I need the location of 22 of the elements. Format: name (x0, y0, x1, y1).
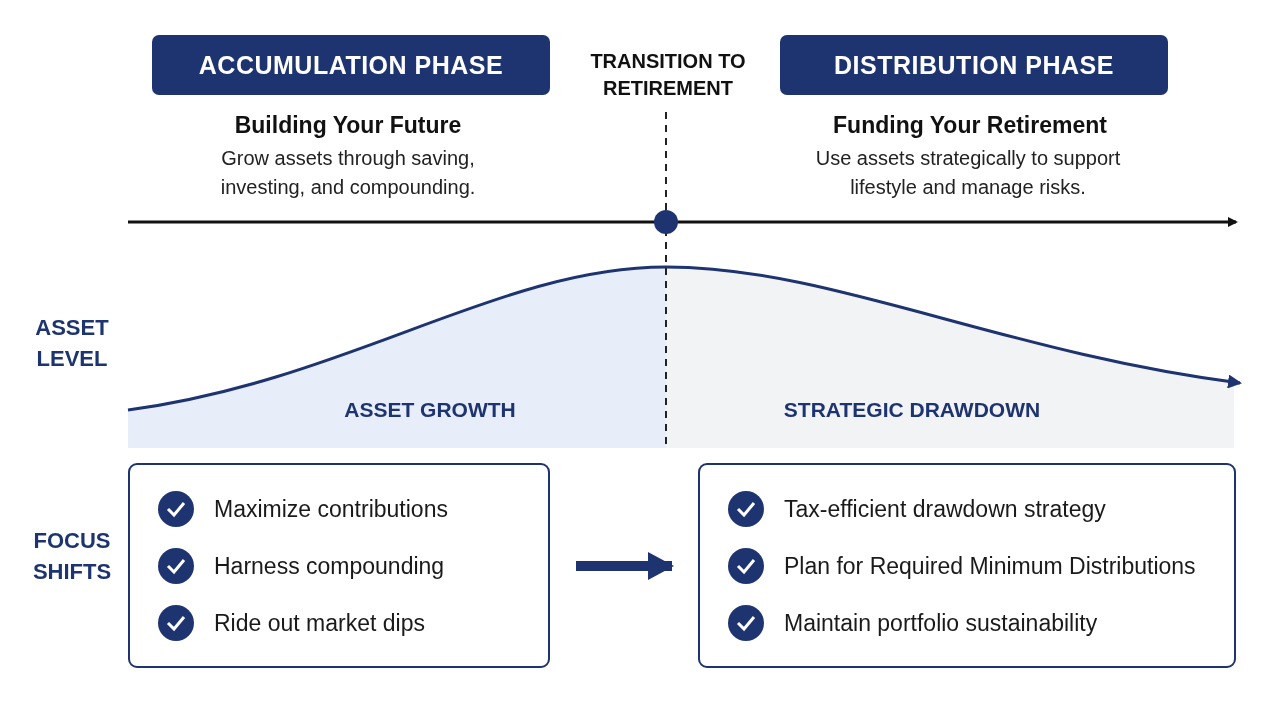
description-text: Use assets strategically to support lifestyle and manage risks. (814, 146, 1122, 200)
checklist-item: Maximize contributions (214, 495, 448, 523)
area-label: STRATEGIC DRAWDOWN (782, 397, 1042, 423)
subheading: Funding Your Retirement (832, 111, 1108, 140)
checklist-item: Harness compounding (214, 552, 445, 580)
axis-label: ASSET LEVEL (34, 314, 110, 373)
checklist-card (128, 463, 550, 668)
area-label: ASSET GROWTH (343, 397, 517, 423)
checklist-item: Maintain portfolio sustainability (784, 609, 1098, 637)
description-text: Grow assets through saving, investing, and compounding. (219, 146, 477, 200)
phase-header (152, 35, 550, 95)
arrow (576, 552, 674, 580)
checklist-item: Plan for Required Minimum Distributions (784, 552, 1196, 580)
phase-header (780, 35, 1168, 95)
checklist-card (698, 463, 1236, 668)
phase-title: ACCUMULATION PHASE (198, 50, 504, 80)
transition-label: TRANSITION TO RETIREMENT (589, 49, 747, 101)
row-label: FOCUS SHIFTS (31, 527, 113, 586)
checklist-item: Ride out market dips (214, 609, 425, 637)
checklist-item: Tax-efficient drawdown strategy (784, 495, 1106, 523)
phase-title: DISTRIBUTION PHASE (834, 50, 1114, 80)
subheading: Building Your Future (233, 111, 463, 140)
